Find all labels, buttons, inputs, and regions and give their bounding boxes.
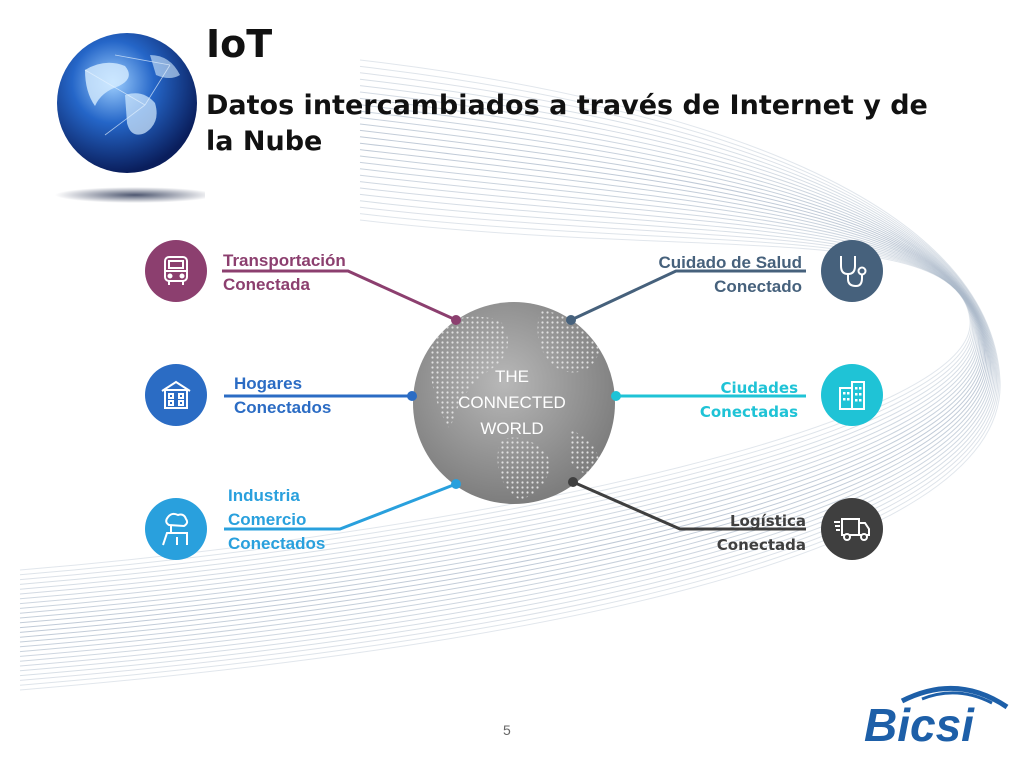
truck-icon xyxy=(821,498,883,560)
label-logistics: Logística Conectada xyxy=(640,509,806,557)
center-label: THE CONNECTED WORLD xyxy=(432,364,592,442)
swoosh-line xyxy=(19,78,997,677)
bus-icon xyxy=(145,240,207,302)
page-title: IoT xyxy=(206,22,273,66)
swoosh-line xyxy=(19,181,978,600)
label-homes-line1: Hogares xyxy=(234,374,303,393)
label-cities-line2: Conectadas xyxy=(699,403,798,421)
stethoscope-icon xyxy=(821,240,883,302)
page-number: 5 xyxy=(503,722,511,738)
label-health: Cuidado de Salud Conectado xyxy=(600,251,802,299)
label-homes: Hogares Conectados xyxy=(234,372,331,420)
swoosh-line xyxy=(19,123,989,643)
swoosh-line xyxy=(19,91,995,667)
center-label-line3: WORLD xyxy=(480,419,544,438)
swoosh-line xyxy=(19,129,988,638)
swoosh-line xyxy=(19,97,994,662)
connector-dot-industry xyxy=(451,479,461,489)
building-icon xyxy=(145,364,207,426)
bicsi-logo: Bicsi xyxy=(864,685,1009,745)
page-subtitle: Datos intercambiados a través de Interne… xyxy=(206,90,928,157)
label-logistics-line2: Conectada xyxy=(716,536,806,554)
swoosh-line xyxy=(19,200,975,585)
swoosh-line xyxy=(19,213,972,576)
connector-dot-health xyxy=(566,315,576,325)
swoosh-line xyxy=(19,85,996,672)
swoosh-line xyxy=(19,149,984,624)
label-industry-line2: Comercio xyxy=(228,510,307,529)
label-health-line2: Conectado xyxy=(714,277,802,296)
label-health-line1: Cuidado de Salud xyxy=(658,253,802,272)
svg-text:Bicsi: Bicsi xyxy=(864,699,975,745)
connector-dot-transport xyxy=(451,315,461,325)
swoosh-line xyxy=(19,155,983,619)
factory-icon xyxy=(145,498,207,560)
swoosh-line xyxy=(19,136,987,633)
swoosh-line xyxy=(19,65,1000,686)
label-homes-line2: Conectados xyxy=(234,398,332,417)
label-logistics-line1: Logística xyxy=(730,512,806,530)
swoosh-line xyxy=(19,72,999,681)
swoosh-line xyxy=(19,187,977,595)
center-label-line1: THE xyxy=(495,367,529,386)
label-industry: Industria Comercio Conectados xyxy=(228,484,325,556)
center-label-line2: CONNECTED xyxy=(458,393,566,412)
connector-dot-logistics xyxy=(568,477,578,487)
swoosh-line xyxy=(19,168,981,609)
swoosh-line xyxy=(19,110,991,653)
swoosh-line xyxy=(19,161,982,614)
swoosh-line xyxy=(19,174,979,605)
swoosh-line xyxy=(19,193,976,590)
swoosh-line xyxy=(19,117,990,648)
label-transport-line1: Transportación xyxy=(223,251,346,270)
connector-industry xyxy=(224,482,457,531)
connector-transport xyxy=(222,269,457,322)
label-industry-line1: Industria xyxy=(228,486,300,505)
swoosh-line xyxy=(19,59,1001,691)
title-block: IoT Datos intercambiados a través de Int… xyxy=(206,22,946,160)
swoosh-line xyxy=(19,219,971,571)
label-transport: Transportación Conectada xyxy=(223,249,346,297)
city-icon xyxy=(821,364,883,426)
connector-health xyxy=(570,269,806,322)
label-industry-line3: Conectados xyxy=(228,534,326,553)
swoosh-line xyxy=(19,206,973,581)
connector-dot-homes xyxy=(407,391,417,401)
label-cities-line1: Ciudades xyxy=(720,379,798,397)
label-cities: Ciudades Conectadas xyxy=(640,376,798,424)
swoosh-line xyxy=(19,142,985,629)
connector-logistics xyxy=(572,480,806,531)
globe-image xyxy=(55,33,205,203)
connector-dot-cities xyxy=(611,391,621,401)
swoosh-line xyxy=(19,104,993,657)
label-transport-line2: Conectada xyxy=(223,275,310,294)
